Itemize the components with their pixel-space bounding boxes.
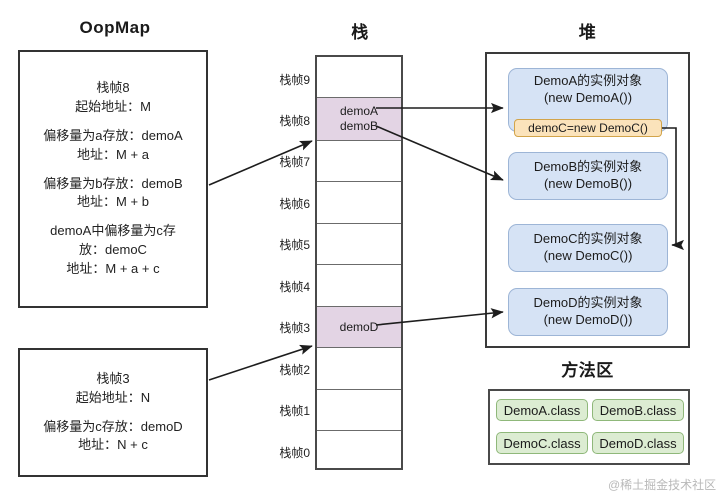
stack-cell-6[interactable]	[317, 182, 401, 224]
stack-cell-9[interactable]	[317, 57, 401, 98]
stack-cell-3[interactable]: demoD	[317, 307, 401, 348]
oopmap-frame8-box: 栈帧8 起始地址：M 偏移量为a存放：demoA 地址：M + a 偏移量为b存…	[18, 50, 208, 308]
oopmap-frame3-entry-c: 偏移量为c存放：demoD 地址：N + c	[43, 418, 182, 456]
heap-object-demoD[interactable]: DemoD的实例对象 (new DemoD())	[508, 288, 668, 336]
oopmap-frame8-entry-b-desc: 偏移量为b存放：demoB	[43, 175, 183, 191]
stack-cell-7[interactable]	[317, 141, 401, 182]
stack-frame-label-0: 栈帧0	[279, 446, 310, 460]
oopmap-frame3-entry-c-desc: 偏移量为c存放：demoD	[43, 418, 183, 434]
class-chip-DemoA[interactable]: DemoA.class	[496, 399, 588, 421]
heap-object-demoC-line2: (new DemoC())	[543, 248, 633, 263]
stack-frame-label-5: 栈帧5	[279, 238, 310, 252]
stack-frame-label-8: 栈帧8	[279, 114, 310, 128]
oopmap-frame8-entry-a: 偏移量为a存放：demoA 地址：M + a	[43, 127, 182, 165]
class-chip-DemoD[interactable]: DemoD.class	[592, 432, 684, 454]
heap-object-demoD-line1: DemoD的实例对象	[533, 295, 643, 311]
heap-object-demoB[interactable]: DemoB的实例对象 (new DemoB())	[508, 152, 668, 200]
stack-frame-label-4: 栈帧4	[279, 280, 310, 294]
heap-object-demoD-line2: (new DemoD())	[543, 312, 633, 327]
oopmap-frame3-box: 栈帧3 起始地址：N 偏移量为c存放：demoD 地址：N + c	[18, 348, 208, 477]
heap-object-demoC-line1: DemoC的实例对象	[533, 231, 643, 247]
stack-cell-1[interactable]	[317, 390, 401, 431]
stack-frame-label-9: 栈帧9	[279, 73, 310, 87]
oopmap-frame3-header: 栈帧3 起始地址：N	[76, 370, 150, 408]
heap-field-demoC[interactable]: demoC=new DemoC()	[514, 119, 662, 137]
oopmap-frame8-entry-c-desc-line1: demoA中偏移量为c存	[50, 223, 176, 239]
oopmap-frame8-entry-b: 偏移量为b存放：demoB 地址：M + b	[43, 175, 182, 213]
class-chip-DemoC[interactable]: DemoC.class	[496, 432, 588, 454]
oopmap-column-title: OopMap	[79, 18, 151, 37]
heap-column-title: 堆	[578, 23, 597, 42]
heap-object-demoB-line2: (new DemoB())	[543, 176, 633, 191]
watermark-text: @稀土掘金技术社区	[608, 478, 717, 492]
stack-cell-8[interactable]: demoA demoB	[317, 98, 401, 141]
oopmap-frame8-entry-c: demoA中偏移量为c存 放：demoC 地址：M + a + c	[50, 222, 176, 279]
heap-object-demoA-line1: DemoA的实例对象	[533, 73, 643, 89]
stack-frame-label-3: 栈帧3	[279, 321, 310, 335]
oopmap-frame8-header: 栈帧8 起始地址：M	[75, 79, 151, 117]
stack-var-demoB: demoB	[339, 119, 379, 133]
oopmap-frame8-entry-c-addr: 地址：M + a + c	[66, 260, 160, 276]
heap-object-demoC[interactable]: DemoC的实例对象 (new DemoC())	[508, 224, 668, 272]
stack-cell-2[interactable]	[317, 348, 401, 390]
class-chip-DemoB[interactable]: DemoB.class	[592, 399, 684, 421]
heap-object-demoB-line1: DemoB的实例对象	[533, 159, 643, 175]
oopmap-frame8-title: 栈帧8	[96, 80, 130, 96]
stack-cell-5[interactable]	[317, 224, 401, 265]
stack-frame-label-1: 栈帧1	[279, 404, 310, 418]
stack-var-demoA: demoA	[339, 104, 379, 118]
stack-frame-label-6: 栈帧6	[279, 197, 310, 211]
heap-object-demoA-line2: (new DemoA())	[543, 90, 633, 105]
oopmap-frame3-entry-c-addr: 地址：N + c	[78, 437, 148, 453]
stack-frame-label-7: 栈帧7	[279, 155, 310, 169]
stack-var-demoD: demoD	[339, 319, 379, 334]
oopmap-frame3-start-addr: 起始地址：N	[75, 389, 151, 405]
method-area-column-title: 方法区	[561, 361, 614, 380]
stack-column-title: 栈	[351, 23, 369, 42]
oopmap-frame3-title: 栈帧3	[96, 370, 130, 386]
stack-cell-0[interactable]	[317, 431, 401, 468]
oopmap-frame8-entry-a-addr: 地址：M + a	[77, 146, 149, 162]
oopmap-frame8-start-addr: 起始地址：M	[75, 99, 151, 115]
oopmap-frame8-entry-c-desc-line2: 放：demoC	[79, 242, 147, 258]
oopmap-frame8-entry-b-addr: 地址：M + b	[77, 194, 149, 210]
oopmap-frame8-entry-a-desc: 偏移量为a存放：demoA	[43, 127, 183, 143]
stack-cell-4[interactable]	[317, 265, 401, 307]
stack-frame-label-2: 栈帧2	[279, 363, 310, 377]
